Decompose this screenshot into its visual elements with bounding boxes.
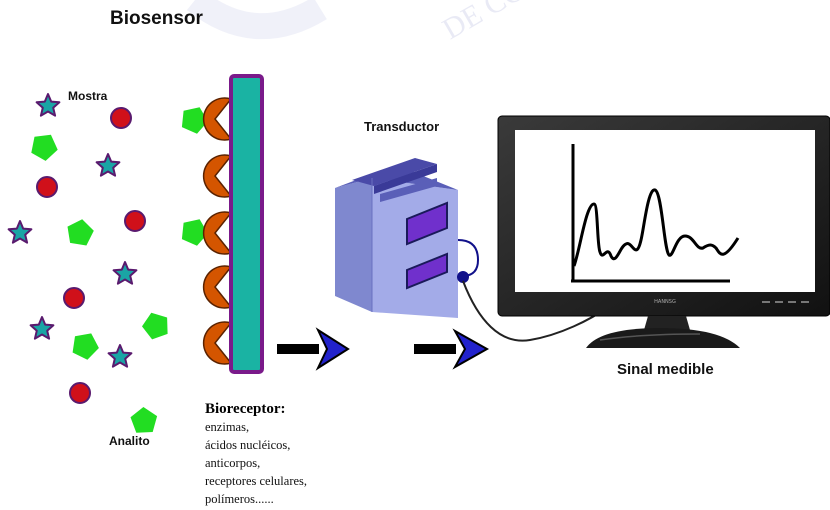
arrow-to-transducer — [277, 327, 350, 371]
sample-sphere — [63, 287, 85, 309]
analyte-pentagon — [130, 407, 158, 433]
analyte-star — [35, 93, 61, 117]
background-watermark: DE CC — [186, 0, 529, 46]
analyte-pentagon — [67, 219, 94, 246]
bioreceptor-caption: Bioreceptor: enzimas, ácidos nucléicos, an… — [205, 400, 307, 508]
bioreceptor-example: polímeros...... — [205, 492, 274, 506]
analyte-pentagon — [181, 107, 208, 134]
arrow-to-display — [414, 328, 490, 370]
analyte-pentagon — [181, 219, 208, 246]
analyte-label: Analito — [109, 434, 150, 448]
bioreceptor-title: Bioreceptor: — [205, 401, 286, 417]
analyte-star — [95, 153, 121, 177]
signal-trace — [572, 188, 740, 267]
sample-label: Mostra — [68, 89, 108, 103]
transducer-window-bottom — [406, 252, 448, 290]
signal-cable — [462, 280, 611, 342]
receptor-unit — [202, 97, 233, 141]
transducer-port — [457, 271, 469, 283]
bioreceptor-example: enzimas, — [205, 420, 250, 434]
sample-sphere — [124, 210, 146, 232]
analyte-star — [29, 316, 55, 340]
bioreceptor-layer — [202, 97, 233, 365]
bioreceptor-examples-list: enzimas, ácidos nucléicos, anticorpos, rece… — [205, 418, 307, 508]
receptor-unit — [202, 265, 233, 309]
sensor-membrane — [229, 74, 264, 374]
analyte-pentagon — [31, 134, 58, 161]
monitor-brand: HANNSG — [654, 299, 676, 305]
signal-label: Sinal medible — [617, 361, 714, 378]
diagram-title: Biosensor — [110, 8, 203, 29]
receptor-unit — [202, 154, 233, 198]
bioreceptor-example: receptores celulares, — [205, 474, 308, 488]
bioreceptor-example: ácidos nucléicos, — [205, 438, 291, 452]
analyte-star — [7, 220, 33, 244]
svg-text:DE CC: DE CC — [437, 0, 529, 46]
analyte-star — [112, 261, 138, 285]
receptor-unit — [202, 211, 233, 255]
bioreceptor-example: anticorpos, — [205, 456, 261, 470]
analyte-pentagon — [72, 333, 99, 360]
sample-particles — [7, 93, 208, 433]
sample-sphere — [36, 176, 58, 198]
sample-sphere — [69, 382, 91, 404]
transducer-device — [335, 158, 480, 318]
transducer-label: Transductor — [364, 119, 440, 134]
transducer-window-top — [406, 201, 448, 246]
sample-sphere — [110, 107, 132, 129]
monitor-screen — [515, 130, 815, 292]
receptor-unit — [202, 321, 233, 365]
analyte-pentagon — [142, 312, 168, 340]
analyte-star — [107, 344, 133, 368]
monitor: HANNSG — [497, 115, 830, 348]
